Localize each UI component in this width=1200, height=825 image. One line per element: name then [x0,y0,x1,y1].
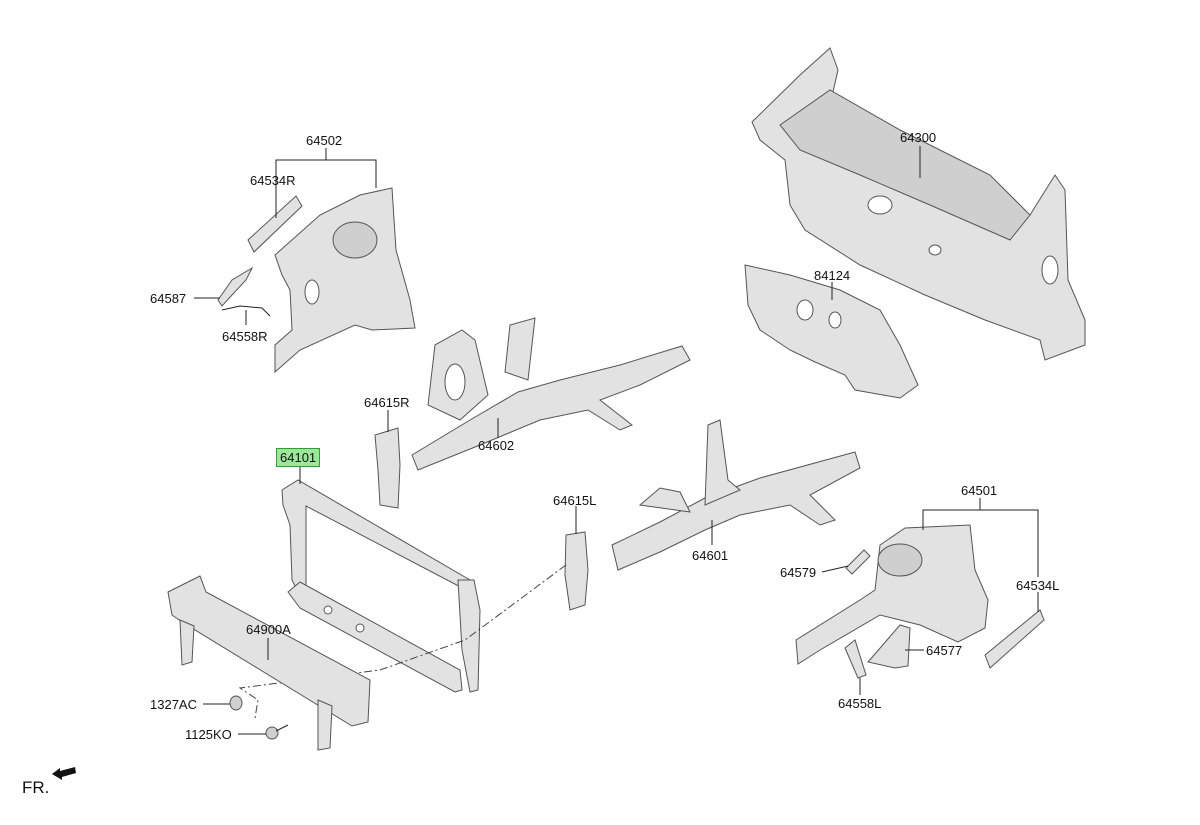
arrow-left-icon [52,767,76,780]
nut-1327AC-part[interactable] [229,695,243,711]
label-1327AC[interactable]: 1327AC [150,697,197,712]
label-64587[interactable]: 64587 [150,291,187,306]
bracket-64615R-part[interactable] [374,427,401,509]
bracket-64587-part[interactable] [217,266,254,307]
side-member-right-part[interactable] [411,317,691,471]
bracket-64615L-part[interactable] [564,531,589,611]
label-64602[interactable]: 64602 [478,438,515,453]
insulator-part[interactable] [744,264,919,399]
bumper-beam-part[interactable] [167,575,371,751]
label-1125KO[interactable]: 1125KO [185,727,232,742]
label-64558R[interactable]: 64558R [222,329,268,344]
label-64501[interactable]: 64501 [961,483,998,498]
front-direction-label: FR. [22,778,50,797]
fender-apron-left-part[interactable] [795,524,989,665]
label-64502[interactable]: 64502 [306,133,343,148]
fender-apron-right-part[interactable] [274,187,416,374]
bracket-64577-part[interactable] [867,624,911,669]
bracket-64558R-part[interactable] [221,305,271,317]
bracket-64579-part[interactable] [845,549,871,575]
side-member-left-part[interactable] [611,419,861,571]
label-64558L[interactable]: 64558L [838,696,882,711]
label-64300[interactable]: 64300 [900,130,937,145]
label-64900A[interactable]: 64900A [246,622,291,637]
label-64534L[interactable]: 64534L [1016,578,1060,593]
bracket-64558L-part[interactable] [844,639,867,679]
label-84124[interactable]: 84124 [814,268,851,283]
leader-lines [194,146,1039,735]
reinforcement-64534L-part[interactable] [984,609,1045,669]
label-64577[interactable]: 64577 [926,643,963,658]
front-end-carrier-part[interactable] [281,479,481,693]
label-64615R[interactable]: 64615R [364,395,410,410]
dash-panel-part[interactable] [751,47,1086,361]
reinforcement-64534R-part[interactable] [247,195,303,253]
label-64579[interactable]: 64579 [780,565,817,580]
bolt-1125KO-part[interactable] [265,724,289,740]
label-64615L[interactable]: 64615L [553,493,597,508]
label-64601[interactable]: 64601 [692,548,729,563]
label-64101-highlighted[interactable]: 64101 [276,448,321,467]
label-64534R[interactable]: 64534R [250,173,296,188]
